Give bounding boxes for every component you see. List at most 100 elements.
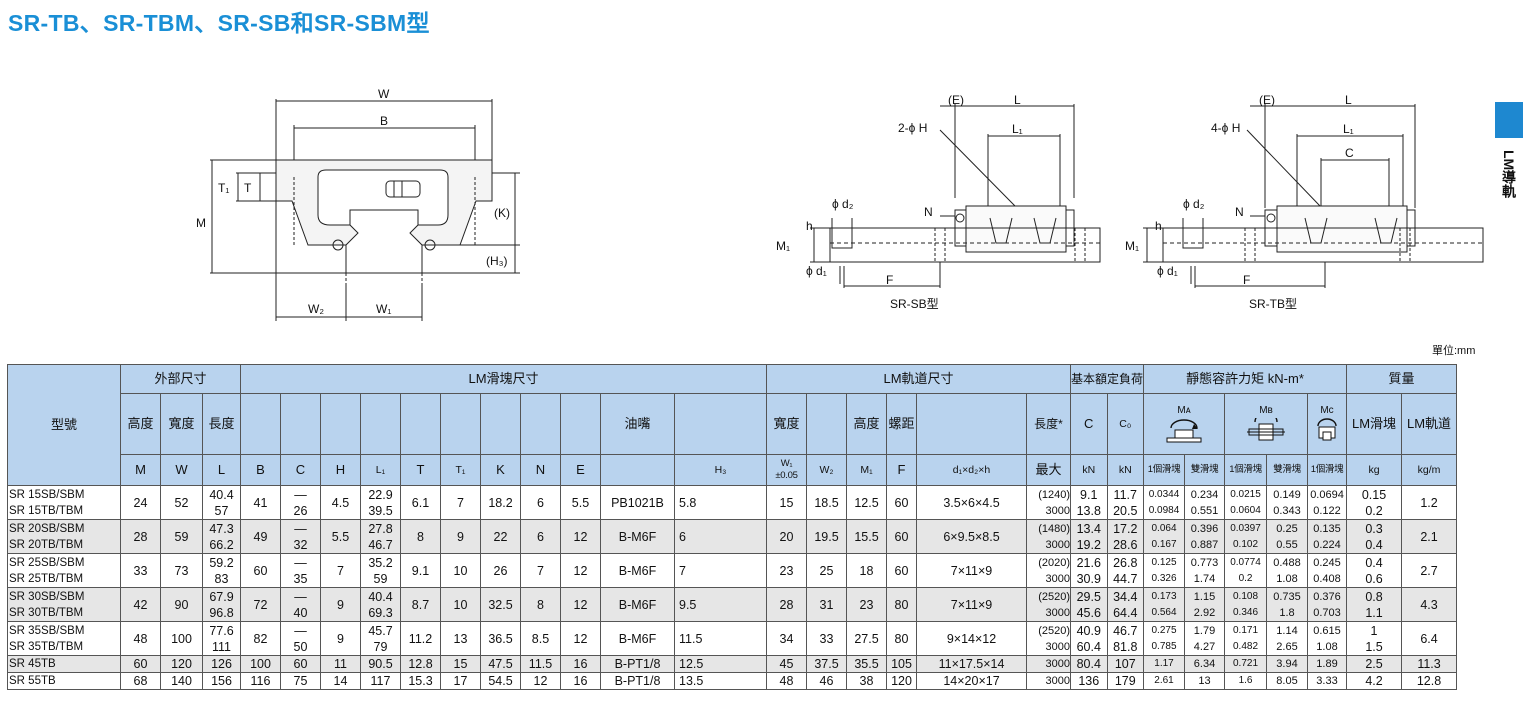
section-tab[interactable] (1495, 102, 1523, 138)
cell-line: 0.25 (1276, 522, 1298, 535)
col-max: 最大 (1026, 454, 1071, 486)
cell-line: 0.0774 (1230, 556, 1261, 568)
cell-line: 0.615 (1313, 624, 1341, 637)
cell-b: 100 (240, 655, 281, 673)
col-T1: T₁ (440, 454, 481, 486)
front-view-diagram: W B T₁ T M (K) (H₃) W₂ W₁ (196, 87, 520, 321)
header-MC-label: Mᴄ (1320, 405, 1334, 416)
cell-len: 3000 (1026, 672, 1071, 690)
cell-line: 0.2 (1238, 572, 1253, 584)
cell-h: 5.5 (320, 519, 361, 554)
cell-m1: 38 (846, 672, 887, 690)
cell-f: 120 (886, 672, 917, 690)
cell-line: 1.5 (1365, 639, 1383, 654)
cell-line: 77.6 (209, 623, 234, 638)
sb-dim-F: F (886, 273, 893, 287)
cell-line: (2020) (1038, 556, 1070, 569)
cell-line: 3000 (1045, 572, 1070, 585)
col-kgm: kg/m (1401, 454, 1458, 486)
cell-f: 60 (886, 485, 917, 520)
cell-k: 47.5 (480, 655, 521, 673)
header-load: 基本額定負荷 (1069, 364, 1145, 394)
header-rail: LM軌道尺寸 (766, 364, 1071, 394)
cell-h: 14 (320, 672, 361, 690)
cell-line: 0.0397 (1230, 522, 1261, 534)
sb-dim-d2: ϕ d₂ (832, 197, 854, 211)
cell-line: 0.108 (1233, 590, 1259, 602)
cell-n: 6 (520, 485, 561, 520)
cell-nipple: B-M6F (600, 587, 675, 622)
col-kN-C: kN (1070, 454, 1108, 486)
cell-line: 0.0344 (1148, 488, 1180, 500)
col-M1: M₁ (846, 454, 887, 486)
cell-bolt: 7×11×9 (916, 587, 1027, 622)
cell-line: 79 (373, 639, 388, 654)
cell-line: SR 15TB/TBM (9, 504, 84, 517)
cell-bolt: 7×11×9 (916, 553, 1027, 588)
cell-e: 12 (560, 621, 601, 656)
header-MA: Mᴀ (1143, 393, 1226, 455)
cell-mr: 4.3 (1401, 587, 1458, 622)
tb-dim-d2: ϕ d₂ (1183, 197, 1205, 211)
cell-nipple: PB1021B (600, 485, 675, 520)
col-W1-tolerance: ±0.05 (775, 470, 798, 481)
cell-f: 105 (886, 655, 917, 673)
cell-line: 64.4 (1113, 605, 1138, 620)
cell-w: 140 (160, 672, 203, 690)
cell-line: 20.5 (1113, 503, 1138, 518)
cell-w1: 15 (766, 485, 807, 520)
cell-m: 42 (120, 587, 161, 622)
moment-c-icon (1317, 418, 1337, 441)
cell-n: 11.5 (520, 655, 561, 673)
cell-t: 12.8 (400, 655, 441, 673)
cell-line: SR 25SB/SBM (9, 556, 85, 569)
col-MB-two: 雙滑塊 (1266, 454, 1309, 486)
cell-line: 67.9 (209, 589, 234, 604)
sr-sb-side-view-diagram: (E) L L₁ 2-ϕ H ϕ d₂ h N M₁ ϕ d₁ F SR-SB型 (776, 93, 1101, 311)
cell-mc: 1.89 (1307, 655, 1348, 673)
cell-f: 60 (886, 553, 917, 588)
cell-ma1: 2.61 (1143, 672, 1186, 690)
cell-mb2: 3.94 (1266, 655, 1309, 673)
cell-c: —26 (280, 485, 321, 520)
cell-l: 126 (202, 655, 241, 673)
cell-mr: 6.4 (1401, 621, 1458, 656)
cell-line: 17.2 (1113, 521, 1138, 536)
cell-m1: 18 (846, 553, 887, 588)
cell-line: 0.773 (1190, 556, 1219, 569)
cell-line: 0.0215 (1230, 488, 1261, 500)
cell-k: 36.5 (480, 621, 521, 656)
cell-nipple: B-M6F (600, 519, 675, 554)
header-C0: C₀ (1106, 393, 1145, 455)
cell-h: 9 (320, 587, 361, 622)
cell-line: 46.7 (1113, 623, 1138, 638)
cell-t1: 15 (440, 655, 481, 673)
cell-line: SR 20SB/SBM (9, 522, 85, 535)
cell-m1: 27.5 (846, 621, 887, 656)
cell-w2: 37.5 (806, 655, 847, 673)
cell-line: 0.482 (1233, 640, 1259, 652)
cell-h: 9 (320, 621, 361, 656)
page-title: SR-TB、SR-TBM、SR-SB和SR-SBM型 (8, 10, 430, 36)
sb-dim-H: 2-ϕ H (898, 121, 927, 135)
cell-mb1: 0.0774 0.2 (1224, 553, 1268, 588)
cell-h3: 6 (674, 519, 767, 554)
col-MA-two: 雙滑塊 (1184, 454, 1226, 486)
cell-mb: 4.2 (1346, 672, 1403, 690)
cell-mb1: 0.721 (1224, 655, 1268, 673)
cell-w: 120 (160, 655, 203, 673)
cell-line: 0.173 (1151, 590, 1177, 602)
cell-b: 82 (240, 621, 281, 656)
header-rail-length: 長度* (1026, 393, 1071, 455)
cell-line: 0.6 (1365, 571, 1383, 586)
